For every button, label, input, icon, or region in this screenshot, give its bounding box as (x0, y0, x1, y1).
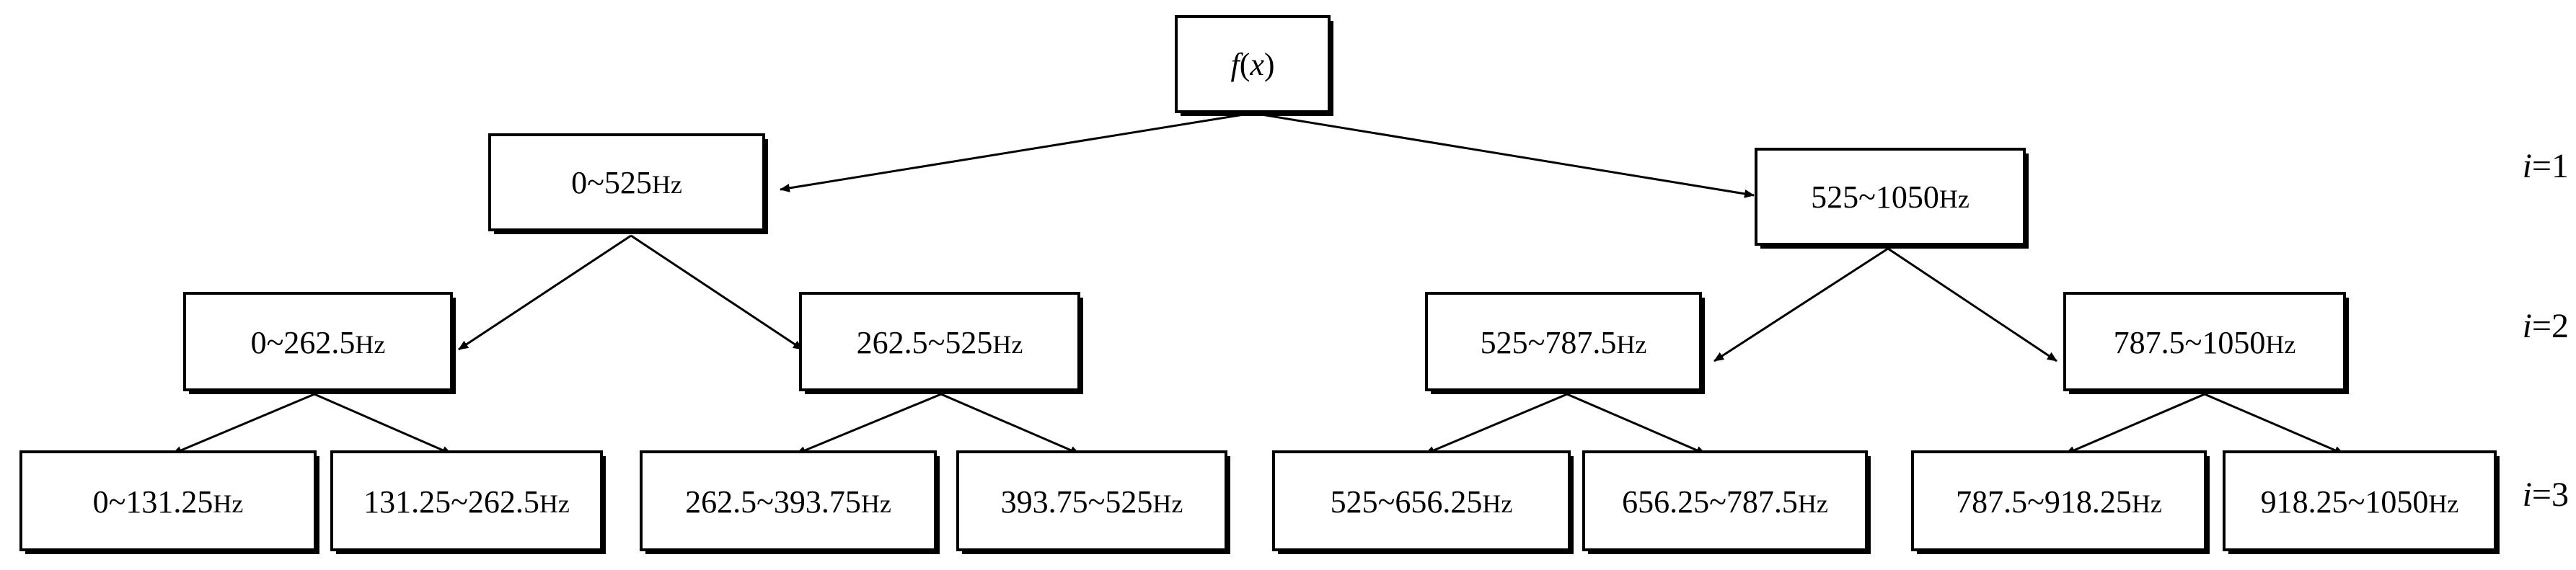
node-label: 525~1050 (1811, 179, 1939, 215)
svg-text:656.25~787.5Hz: 656.25~787.5Hz (1622, 484, 1828, 520)
node-label: 262.5~393.75 (685, 484, 861, 520)
edge-root-to-n1-0 (780, 112, 1253, 192)
node-unit: Hz (539, 489, 570, 518)
edge-n2-1-to-n3-3 (940, 393, 1080, 455)
node-unit: Hz (861, 489, 891, 518)
edge-n2-0-to-n3-1 (314, 393, 452, 455)
node-label: 0~525 (571, 165, 652, 200)
node-label: 918.25~1050 (2261, 484, 2429, 520)
svg-text:131.25~262.5Hz: 131.25~262.5Hz (363, 484, 570, 520)
svg-text:f(x): f(x) (1230, 47, 1274, 82)
node-525-1050hz: 525~1050Hz (1755, 148, 2029, 249)
svg-text:0~262.5Hz: 0~262.5Hz (251, 325, 386, 360)
edge-n1-1-to-n2-3 (1887, 247, 2057, 362)
edge-n2-0-to-n3-0 (172, 393, 315, 455)
level-label-1: i=1 (2523, 147, 2569, 185)
node-label: 525~656.25 (1331, 484, 1483, 520)
node-label: 393.75~525 (1001, 484, 1153, 520)
node-unit: Hz (1616, 330, 1646, 359)
node-label: 262.5~525 (857, 325, 993, 360)
svg-text:787.5~1050Hz: 787.5~1050Hz (2114, 325, 2296, 360)
svg-text:525~787.5Hz: 525~787.5Hz (1481, 325, 1647, 360)
node-unit: Hz (992, 330, 1023, 359)
node-787.5-918.25hz: 787.5~918.25Hz (1911, 450, 2210, 554)
edge-n2-2-to-n3-5 (1566, 393, 1706, 455)
node-label: 131.25~262.5 (363, 484, 539, 520)
node-262.5-525hz: 262.5~525Hz (799, 292, 1083, 394)
node-label: 525~787.5 (1481, 325, 1617, 360)
edge-n1-1-to-n2-2 (1713, 247, 1889, 362)
node-262.5-393.75hz: 262.5~393.75Hz (640, 450, 940, 554)
level-label-2: i=2 (2523, 307, 2569, 345)
svg-text:262.5~525Hz: 262.5~525Hz (857, 325, 1023, 360)
root-node: f(x) (1175, 15, 1333, 116)
node-unit: Hz (1152, 489, 1183, 518)
svg-text:787.5~918.25Hz: 787.5~918.25Hz (1956, 484, 2162, 520)
edge-n2-2-to-n3-4 (1424, 393, 1568, 455)
node-unit: Hz (213, 489, 243, 518)
node-unit: Hz (355, 330, 385, 359)
tree-edges (172, 112, 2345, 455)
svg-text:525~1050Hz: 525~1050Hz (1811, 179, 1970, 215)
edge-n1-0-to-n2-1 (630, 234, 803, 351)
node-unit: Hz (1482, 489, 1512, 518)
node-unit: Hz (2132, 489, 2162, 518)
edge-n2-3-to-n3-6 (2065, 393, 2205, 455)
node-label: 0~131.25 (93, 484, 213, 520)
node-label: 0~262.5 (251, 325, 356, 360)
node-787.5-1050hz: 787.5~1050Hz (2063, 292, 2349, 394)
node-unit: Hz (652, 170, 682, 199)
edge-root-to-n1-1 (1252, 112, 1755, 198)
svg-text:262.5~393.75Hz: 262.5~393.75Hz (685, 484, 891, 520)
root-arg: x (1249, 47, 1264, 82)
node-525-656.25hz: 525~656.25Hz (1272, 450, 1574, 554)
edge-n2-1-to-n3-2 (795, 393, 942, 455)
svg-text:525~656.25Hz: 525~656.25Hz (1331, 484, 1513, 520)
svg-text:918.25~1050Hz: 918.25~1050Hz (2261, 484, 2459, 520)
node-0-131.25hz: 0~131.25Hz (19, 450, 319, 554)
node-0-262.5hz: 0~262.5Hz (183, 292, 456, 394)
node-131.25-262.5hz: 131.25~262.5Hz (330, 450, 606, 554)
node-label: 787.5~918.25 (1956, 484, 2132, 520)
node-656.25-787.5hz: 656.25~787.5Hz (1582, 450, 1871, 554)
node-unit: Hz (1798, 489, 1828, 518)
node-unit: Hz (2265, 330, 2295, 359)
edge-n1-0-to-n2-0 (458, 234, 632, 351)
node-0-525hz: 0~525Hz (488, 133, 768, 234)
level-label-3: i=3 (2523, 476, 2569, 514)
node-918.25-1050hz: 918.25~1050Hz (2223, 450, 2500, 554)
node-393.75-525hz: 393.75~525Hz (956, 450, 1230, 554)
node-525-787.5hz: 525~787.5Hz (1425, 292, 1705, 394)
svg-text:0~131.25Hz: 0~131.25Hz (93, 484, 244, 520)
svg-text:393.75~525Hz: 393.75~525Hz (1001, 484, 1183, 520)
node-label: 787.5~1050 (2114, 325, 2266, 360)
svg-text:0~525Hz: 0~525Hz (571, 165, 682, 200)
level-labels: i=1 i=2 i=3 (2523, 147, 2569, 514)
node-unit: Hz (1939, 184, 1970, 213)
node-label: 656.25~787.5 (1622, 484, 1798, 520)
edge-n2-3-to-n3-7 (2204, 393, 2345, 455)
node-unit: Hz (2428, 489, 2458, 518)
